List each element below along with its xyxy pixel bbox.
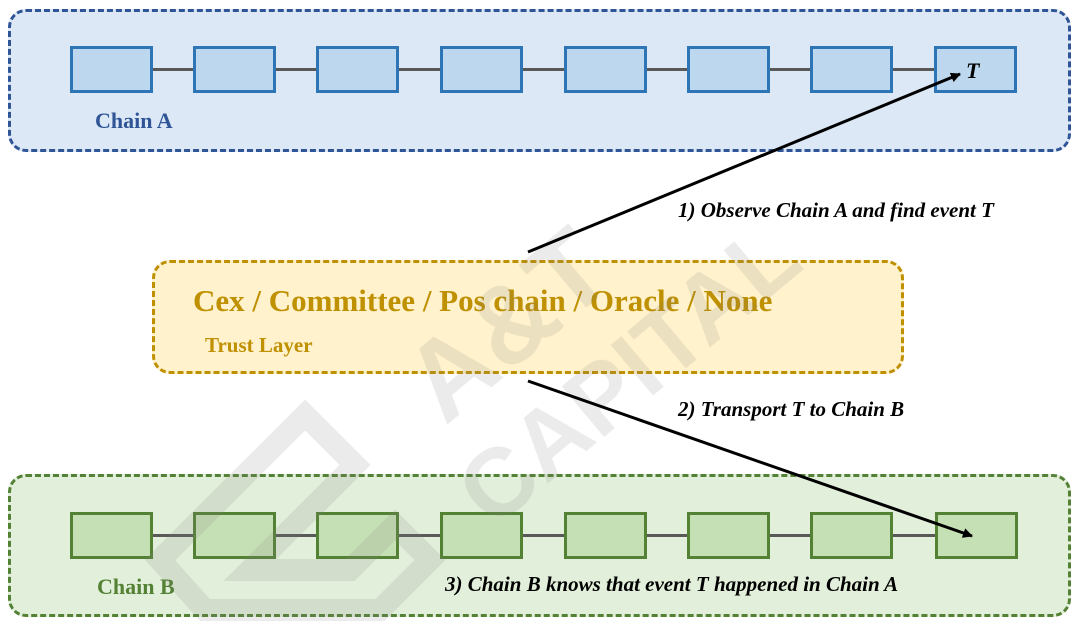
chain-a-link-line [112,68,976,71]
chain-b-block-2 [193,512,276,559]
chain-b-label: Chain B [97,574,175,599]
chain-a-block-7 [810,46,893,93]
chain-a-panel [8,9,1071,152]
chain-b-block-4 [440,512,523,559]
step-1-caption: 1) Observe Chain A and find event T [678,198,994,222]
transport-arrow [527,379,973,538]
chain-a-block-3 [316,46,399,93]
chain-b-block-1 [70,512,153,559]
chain-b-block-3 [316,512,399,559]
chain-a-block-8 [934,46,1017,93]
chain-a-block-2 [193,46,276,93]
chain-b-block-5 [564,512,647,559]
observe-arrow [527,72,961,254]
step-2-caption: 2) Transport T to Chain B [678,397,905,421]
chain-b-block-8 [935,512,1018,559]
chain-a-block-6 [687,46,770,93]
chain-a-label: Chain A [95,108,173,133]
chain-b-block-6 [687,512,770,559]
chain-a-block-5 [564,46,647,93]
step-3-caption: 3) Chain B knows that event T happened i… [445,572,899,596]
event-t-label: T [966,58,980,83]
trust-layer-label: Trust Layer [205,333,313,357]
trust-layer-panel [152,260,904,374]
chain-b-panel [8,474,1071,617]
trust-layer-options: Cex / Committee / Pos chain / Oracle / N… [193,283,773,318]
chain-b-block-7 [810,512,893,559]
chain-a-block-1 [70,46,153,93]
chain-a-block-4 [440,46,523,93]
chain-b-link-line [112,534,976,537]
